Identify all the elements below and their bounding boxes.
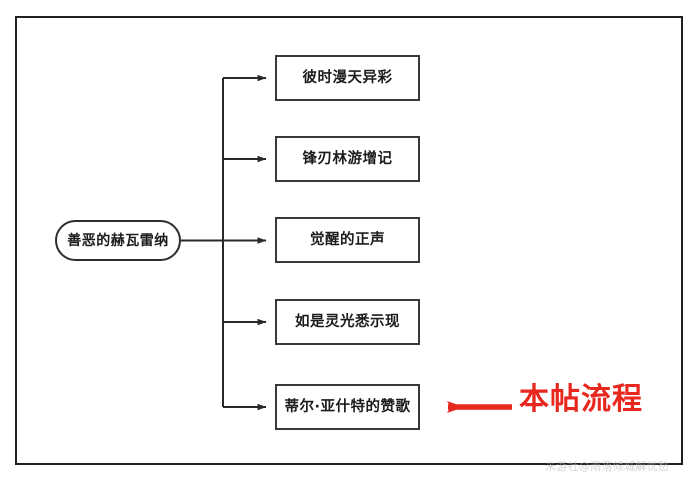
branch-node-2[interactable]: 锋刃林游增记	[275, 136, 420, 182]
branch-node-2-label: 锋刃林游增记	[302, 150, 393, 167]
branch-node-3[interactable]: 觉醒的正声	[275, 217, 420, 263]
branch-node-5[interactable]: 蒂尔·亚什特的赞歌	[275, 384, 420, 430]
branch-node-4-label: 如是灵光悉示现	[295, 313, 400, 330]
annotation-label: 本帖流程	[519, 382, 643, 417]
root-node[interactable]: 善恶的赫瓦雷纳	[55, 220, 181, 261]
branch-node-4[interactable]: 如是灵光悉示现	[275, 299, 420, 345]
branch-node-5-label: 蒂尔·亚什特的赞歌	[284, 398, 411, 415]
branch-node-1[interactable]: 彼时漫天异彩	[275, 55, 420, 101]
watermark: 米游社@雨落倾城解忧愁	[545, 460, 670, 473]
branch-node-3-label: 觉醒的正声	[310, 231, 385, 248]
root-node-label: 善恶的赫瓦雷纳	[67, 232, 169, 249]
branch-node-1-label: 彼时漫天异彩	[302, 69, 393, 86]
